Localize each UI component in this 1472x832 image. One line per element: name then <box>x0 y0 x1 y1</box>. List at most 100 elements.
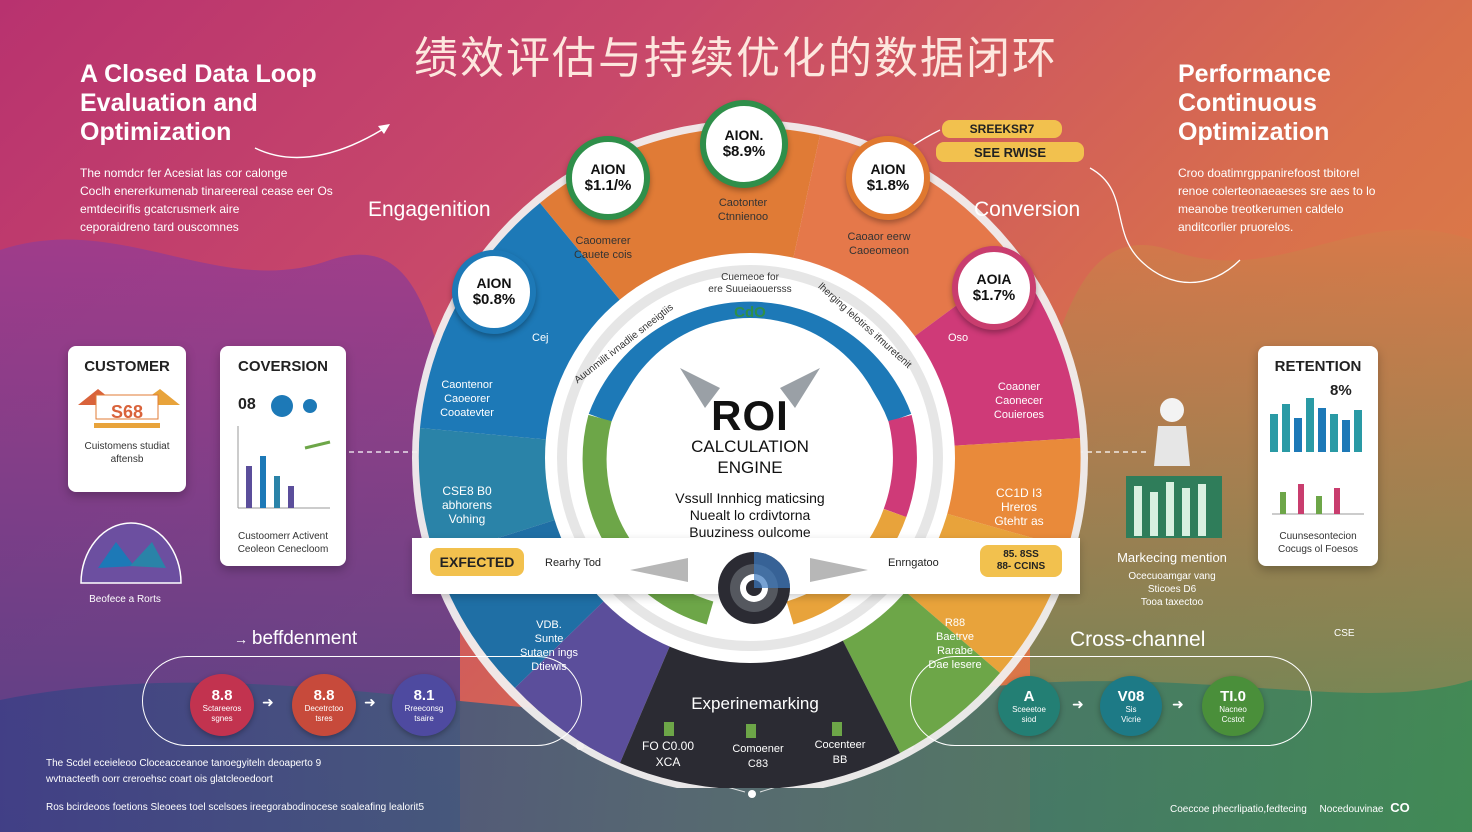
metric-badge-4[interactable]: AION $0.8% <box>452 250 536 334</box>
side-code-right: Oso <box>948 332 969 344</box>
left-heading-line1: A Closed Data Loop <box>80 60 317 88</box>
retention-card-caption: Cuunsesontecion Cocugs ol Foesos <box>1258 530 1378 556</box>
segment-text-1-l2: Cauete cois <box>573 249 633 261</box>
segment-text-4-l2: Caoeorer <box>444 393 490 405</box>
right-tag-1[interactable]: SREEKSR7 <box>942 120 1062 138</box>
marketing-caption: Markecing mention <box>1117 550 1227 565</box>
right-flow-arrow-2: ➜ <box>1172 696 1184 712</box>
expected-pill[interactable]: EXFECTED <box>430 548 524 576</box>
left-flow-arrow-2: ➜ <box>364 694 376 710</box>
right-flow-node-1[interactable]: A Sceeetoe siod <box>998 676 1060 736</box>
right-flow-node-2[interactable]: V08 Sis Vicrie <box>1100 676 1162 736</box>
right-heading-line1: Performance <box>1178 60 1331 88</box>
column-icon-2 <box>746 724 756 738</box>
refinement-arrow-icon: → <box>234 631 252 647</box>
conversion-card[interactable]: COVERSION 08 Custoomerr Activent Ceoleon… <box>220 346 346 566</box>
segment-text-6-l3: Vohing <box>448 512 486 526</box>
segment-text-1-l1: Caoomerer <box>575 235 631 247</box>
retention-card-caption-l1: Cuunsesontecion <box>1279 531 1357 542</box>
right-paragraph-l3: meanobe treotkerumen caldelo <box>1178 202 1344 216</box>
segment-text-3: Caoaor eerw Caoeomeon <box>834 230 924 258</box>
left-flow-arrow-1: ➜ <box>262 694 274 710</box>
footer-right-1: Coeccoe phecrlipatio,fedtecing <box>1170 804 1307 815</box>
engagement-label: Engagenition <box>368 198 491 221</box>
customer-card[interactable]: CUSTOMER S68 Cuistomens studiat aftensb <box>68 346 186 492</box>
metric-badge-5-top: AOIA <box>976 271 1012 287</box>
retention-bar-icon <box>1270 398 1364 515</box>
left-flow-node-3-sub1: Rreeconsg <box>404 703 444 713</box>
segment-text-6-l2: abhorens <box>441 498 493 512</box>
experimenting-label: Experinemarking <box>691 694 819 713</box>
roi-subtitle-line1: CALCULATION <box>691 437 809 456</box>
metric-badge-2-top: AION. <box>724 127 764 143</box>
customer-card-caption: Cuistomens studiat aftensb <box>68 440 186 466</box>
right-flow-node-3[interactable]: TI.0 Nacneo Ccstot <box>1202 676 1264 736</box>
segment-text-8-l2: Sunte <box>534 633 564 645</box>
right-heading-line3: Optimization <box>1178 118 1330 146</box>
bar-right-pill[interactable]: 85. 8SS 88- CCINS <box>980 545 1062 577</box>
segment-text-9-l1: R88 <box>944 617 966 629</box>
segment-text-4-l3: Cooatevter <box>440 407 494 419</box>
column-icon-1 <box>664 722 674 736</box>
left-paragraph-l4: ceporaidreno tard ouscomnes <box>80 220 239 234</box>
curve-arrow-right <box>1089 167 1241 284</box>
right-paragraph: Croo doatimrgppanirefoost tbitorel renoe… <box>1178 164 1438 236</box>
conversion-card-title: COVERSION <box>237 358 328 375</box>
segment-text-3-l2: Caoeomeon <box>849 245 909 257</box>
right-flow-node-2-sub2: Vicrie <box>1121 714 1141 724</box>
metric-badge-1-top: AION <box>590 161 626 177</box>
bar-right-text: Enrngatoo <box>888 557 939 569</box>
left-flow-node-2[interactable]: 8.8 Decetrctoo tsres <box>292 674 356 736</box>
metric-badge-5-value: $1.7% <box>972 287 1016 304</box>
bottom-column-1-l2: XCA <box>655 755 681 769</box>
left-flow-node-1-sub1: Sctareeros <box>202 703 242 713</box>
marketing-sub-l3: Tooa taxectoo <box>1140 597 1204 608</box>
left-flow-node-2-top: 8.8 <box>313 686 335 704</box>
retention-card-title: RETENTION <box>1274 358 1362 375</box>
left-paragraph-l3: emtdecirifis gcatcrusmerk aire <box>80 202 240 216</box>
segment-text-4-l1: Caontenor <box>441 379 493 391</box>
bar-arrows <box>630 558 868 582</box>
right-flow-node-1-top: A <box>1023 687 1035 705</box>
customer-house-icon <box>78 389 180 428</box>
retention-card[interactable]: RETENTION 8% Cuunsesontecion Cocugs ol F… <box>1258 346 1378 566</box>
column-icon-3 <box>832 722 842 736</box>
bottom-column-1: FO C0.00 XCA <box>628 738 708 770</box>
left-flow-node-3[interactable]: 8.1 Rreeconsg tsaire <box>392 674 456 736</box>
metric-badge-1[interactable]: AION $1.1/% <box>566 136 650 220</box>
metric-badge-2[interactable]: AION. $8.9% <box>700 100 788 188</box>
right-flow-node-2-sub1: Sis <box>1125 704 1137 714</box>
segment-text-7-l2: Hreros <box>1000 500 1037 514</box>
segment-text-9-l3: Rarabe <box>936 645 974 657</box>
right-flow-node-2-top: V08 <box>1117 687 1145 705</box>
left-flow-node-3-sub2: tsaire <box>414 713 434 723</box>
metric-badge-3[interactable]: AION $1.8% <box>846 136 930 220</box>
segment-text-1: Caoomerer Cauete cois <box>558 234 648 262</box>
right-flow-node-1-sub1: Sceeetoe <box>1012 704 1046 714</box>
right-tag-2[interactable]: SEE RWISE <box>936 142 1084 162</box>
left-flow-node-2-sub2: tsres <box>315 713 333 723</box>
segment-text-3-l1: Caoaor eerw <box>847 231 911 243</box>
bottom-column-2: Comoener C83 <box>718 742 798 772</box>
left-flow-node-1[interactable]: 8.8 Sctareeros sgnes <box>190 674 254 736</box>
refinement-label-text: beffdenment <box>251 628 358 649</box>
conversion-card-num: 08 <box>238 396 256 413</box>
left-paragraph: The nomdcr fer Acesiat las cor calonge C… <box>80 164 380 236</box>
side-code-far-right: CSE <box>1334 628 1355 639</box>
left-flow-node-2-sub1: Decetrctoo <box>304 703 344 713</box>
customer-card-tag: S68 <box>110 402 144 422</box>
dome-globe-icon <box>80 522 182 584</box>
segment-text-2-l2: Ctnnienoo <box>717 211 769 223</box>
bar-right-pill-line1: 85. 8SS <box>1003 549 1039 560</box>
metric-badge-5[interactable]: AOIA $1.7% <box>952 246 1036 330</box>
segment-text-5-l1: Coaoner <box>997 381 1041 393</box>
customer-card-caption-l1: Cuistomens studiat <box>84 441 170 452</box>
customer-card-caption-l2: aftensb <box>110 454 144 465</box>
marketing-subcaption: Ocecuoamgar vang Sticoes D6 Tooa taxecto… <box>1102 570 1242 609</box>
marketing-sub-l2: Sticoes D6 <box>1147 584 1197 595</box>
right-heading-line2: Continuous <box>1178 89 1317 117</box>
left-paragraph-l1: The nomdcr fer Acesiat las cor calonge <box>80 166 288 180</box>
left-paragraph-l2: Coclh enererkumenab tinareereal cease ee… <box>80 184 333 198</box>
right-flow-arrow-1: ➜ <box>1072 696 1084 712</box>
